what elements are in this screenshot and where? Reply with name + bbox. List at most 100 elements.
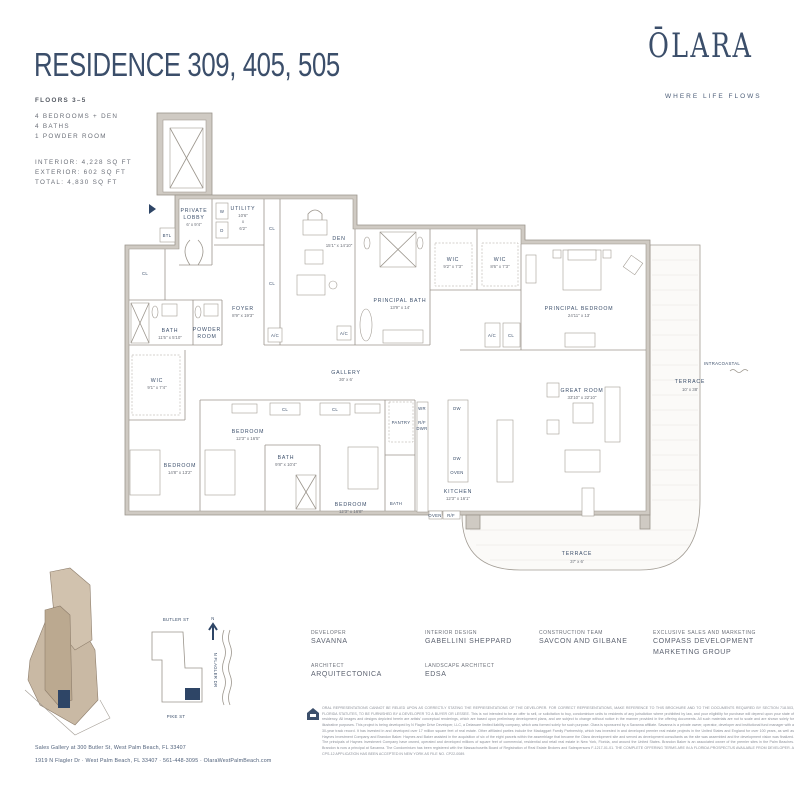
credit-value: COMPASS DEVELOPMENT — [653, 638, 754, 645]
bedroom-label: BEDROOM — [335, 502, 367, 508]
private-lobby-dim: 6' x 9'4" — [186, 222, 202, 227]
closet-label: CL — [269, 226, 275, 231]
oven-label: OVEN — [450, 470, 463, 475]
kitchen-label: KITCHEN — [444, 489, 472, 495]
private-lobby-label: PRIVATE — [180, 208, 207, 214]
closet-label: CL — [282, 407, 288, 412]
room-count-line: 1 POWDER ROOM — [35, 133, 107, 140]
page-title: RESIDENCE 309, 405, 505 — [34, 46, 340, 83]
dishwasher-label: DW — [453, 456, 461, 461]
foyer-dim: 8'9" x 19'3" — [232, 313, 254, 318]
ac-label: A/C — [271, 333, 279, 338]
closet-label: CL — [142, 271, 148, 276]
foyer-label: FOYER — [232, 306, 254, 312]
wic-label: WIC — [494, 257, 506, 263]
sales-gallery-address: Sales Gallery at 300 Butler St, West Pal… — [35, 745, 186, 751]
total-area: TOTAL: 4,830 SQ FT — [35, 179, 118, 186]
closet-label: CL — [508, 333, 514, 338]
btl-label: BTL — [163, 233, 172, 238]
credit-value: MARKETING GROUP — [653, 649, 732, 656]
credit-label: LANDSCAPE ARCHITECT — [425, 663, 495, 669]
intracoastal-label: INTRACOASTAL — [704, 361, 741, 366]
street-label: N FLAGLER DR — [213, 653, 218, 688]
credit-construction: CONSTRUCTION TEAM SAVCON AND GILBANE — [539, 630, 627, 647]
credit-value: ARQUITECTONICA — [311, 671, 382, 678]
great-room-dim: 33'10" x 22'10" — [568, 395, 597, 400]
exterior-area: EXTERIOR: 602 SQ FT — [35, 169, 127, 176]
principal-bedroom-dim: 24'11" x 13' — [568, 313, 590, 318]
north-label: N — [211, 616, 214, 621]
wic-label: WIC — [447, 257, 459, 263]
closet-label: CL — [332, 407, 338, 412]
terrace-south-dim: 37' x 6' — [570, 559, 584, 564]
credit-value: EDSA — [425, 671, 447, 678]
gallery-label: GALLERY — [331, 370, 360, 376]
bedroom-dim: 12'3" x 16'8" — [339, 509, 364, 514]
area-summary: INTERIOR: 4,228 SQ FT EXTERIOR: 602 SQ F… — [35, 158, 132, 188]
credit-label: DEVELOPER — [311, 630, 347, 636]
utility-label: UTILITY — [231, 206, 256, 212]
interior-area: INTERIOR: 4,228 SQ FT — [35, 159, 132, 166]
terrace-east-label: TERRACE — [675, 379, 705, 385]
powder-room-label: ROOM — [197, 334, 216, 340]
credit-landscape-architect: LANDSCAPE ARCHITECT EDSA — [425, 663, 495, 680]
room-count-line: 4 BATHS — [35, 123, 70, 130]
wic-label: WIC — [151, 378, 163, 384]
bedroom-dim: 12'3" x 16'5" — [236, 436, 261, 441]
credit-value: SAVCON AND GILBANE — [539, 638, 628, 645]
closet-label: CL — [269, 281, 275, 286]
equal-housing-icon — [307, 708, 319, 720]
wic-dim: 8'6" x 7'3" — [490, 264, 510, 269]
credit-label: ARCHITECT — [311, 663, 345, 669]
bedroom-label: BEDROOM — [164, 463, 196, 469]
bath-label: BATH — [390, 501, 402, 506]
utility-dim: x — [242, 219, 245, 224]
pantry-label: PANTRY — [392, 420, 411, 425]
terrace-east-dim: 10' x 38' — [682, 387, 698, 392]
wine-refrigerator-label: WR — [418, 406, 426, 411]
private-lobby-label: LOBBY — [183, 215, 204, 221]
water-wave-icon — [729, 369, 749, 373]
credit-sales-marketing: EXCLUSIVE SALES AND MARKETING COMPASS DE… — [653, 630, 756, 658]
street-label: PIKE ST — [167, 714, 186, 719]
bath-label: BATH — [162, 328, 179, 334]
gallery-dim: 30' x 6' — [339, 377, 353, 382]
bedroom-label: BEDROOM — [232, 429, 264, 435]
credit-label: INTERIOR DESIGN — [425, 630, 477, 636]
site-highlight — [185, 688, 200, 700]
room-count-line: 4 BEDROOMS + DEN — [35, 113, 119, 120]
elevator-shaft — [156, 112, 213, 196]
principal-bedroom-label: PRINCIPAL BEDROOM — [545, 306, 614, 312]
ac-label: A/C — [488, 333, 496, 338]
dining-table — [496, 419, 514, 483]
credit-value: GABELLINI SHEPPARD — [425, 638, 512, 645]
credit-interior-design: INTERIOR DESIGN GABELLINI SHEPPARD — [425, 630, 512, 647]
room-count: 4 BEDROOMS + DEN 4 BATHS 1 POWDER ROOM — [35, 112, 118, 142]
olara-logo: ŌLARA — [648, 26, 754, 66]
powder-room-label: POWDER — [193, 327, 221, 333]
credit-label: EXCLUSIVE SALES AND MARKETING — [653, 630, 756, 636]
credit-developer: DEVELOPER SAVANNA — [311, 630, 348, 647]
great-room-label: GREAT ROOM — [561, 388, 604, 394]
legal-disclaimer: ORAL REPRESENTATIONS CANNOT BE RELIED UP… — [322, 706, 794, 756]
principal-bath-dim: 13'9" x 14' — [390, 305, 410, 310]
ac-label: A/C — [340, 331, 348, 336]
terrace-south-label: TERRACE — [562, 551, 592, 557]
utility-dim: 6'2" — [239, 226, 247, 231]
dryer-label: D — [220, 228, 223, 233]
principal-bath-label: PRINCIPAL BATH — [374, 298, 427, 304]
street-label: BUTLER ST — [163, 617, 189, 622]
kitchen-dim: 12'3" x 16'1" — [446, 496, 471, 501]
bath-label: BATH — [278, 455, 295, 461]
rf-drawer-label: R/F — [418, 420, 426, 425]
credit-architect: ARCHITECT ARQUITECTONICA — [311, 663, 382, 680]
contact-info: 1919 N Flagler Dr · West Palm Beach, FL … — [35, 758, 272, 764]
entry-arrow-icon — [149, 204, 156, 214]
lobby-door[interactable] — [184, 239, 204, 266]
bedroom-dim: 14'8" x 13'2" — [168, 470, 193, 475]
oven-label: OVEN — [428, 513, 441, 518]
den-label: DEN — [332, 236, 345, 242]
building-rendering — [24, 567, 111, 736]
wic-dim: 9'1" x 7'4" — [147, 385, 167, 390]
wic-dim: 9'2" x 7'3" — [443, 264, 463, 269]
